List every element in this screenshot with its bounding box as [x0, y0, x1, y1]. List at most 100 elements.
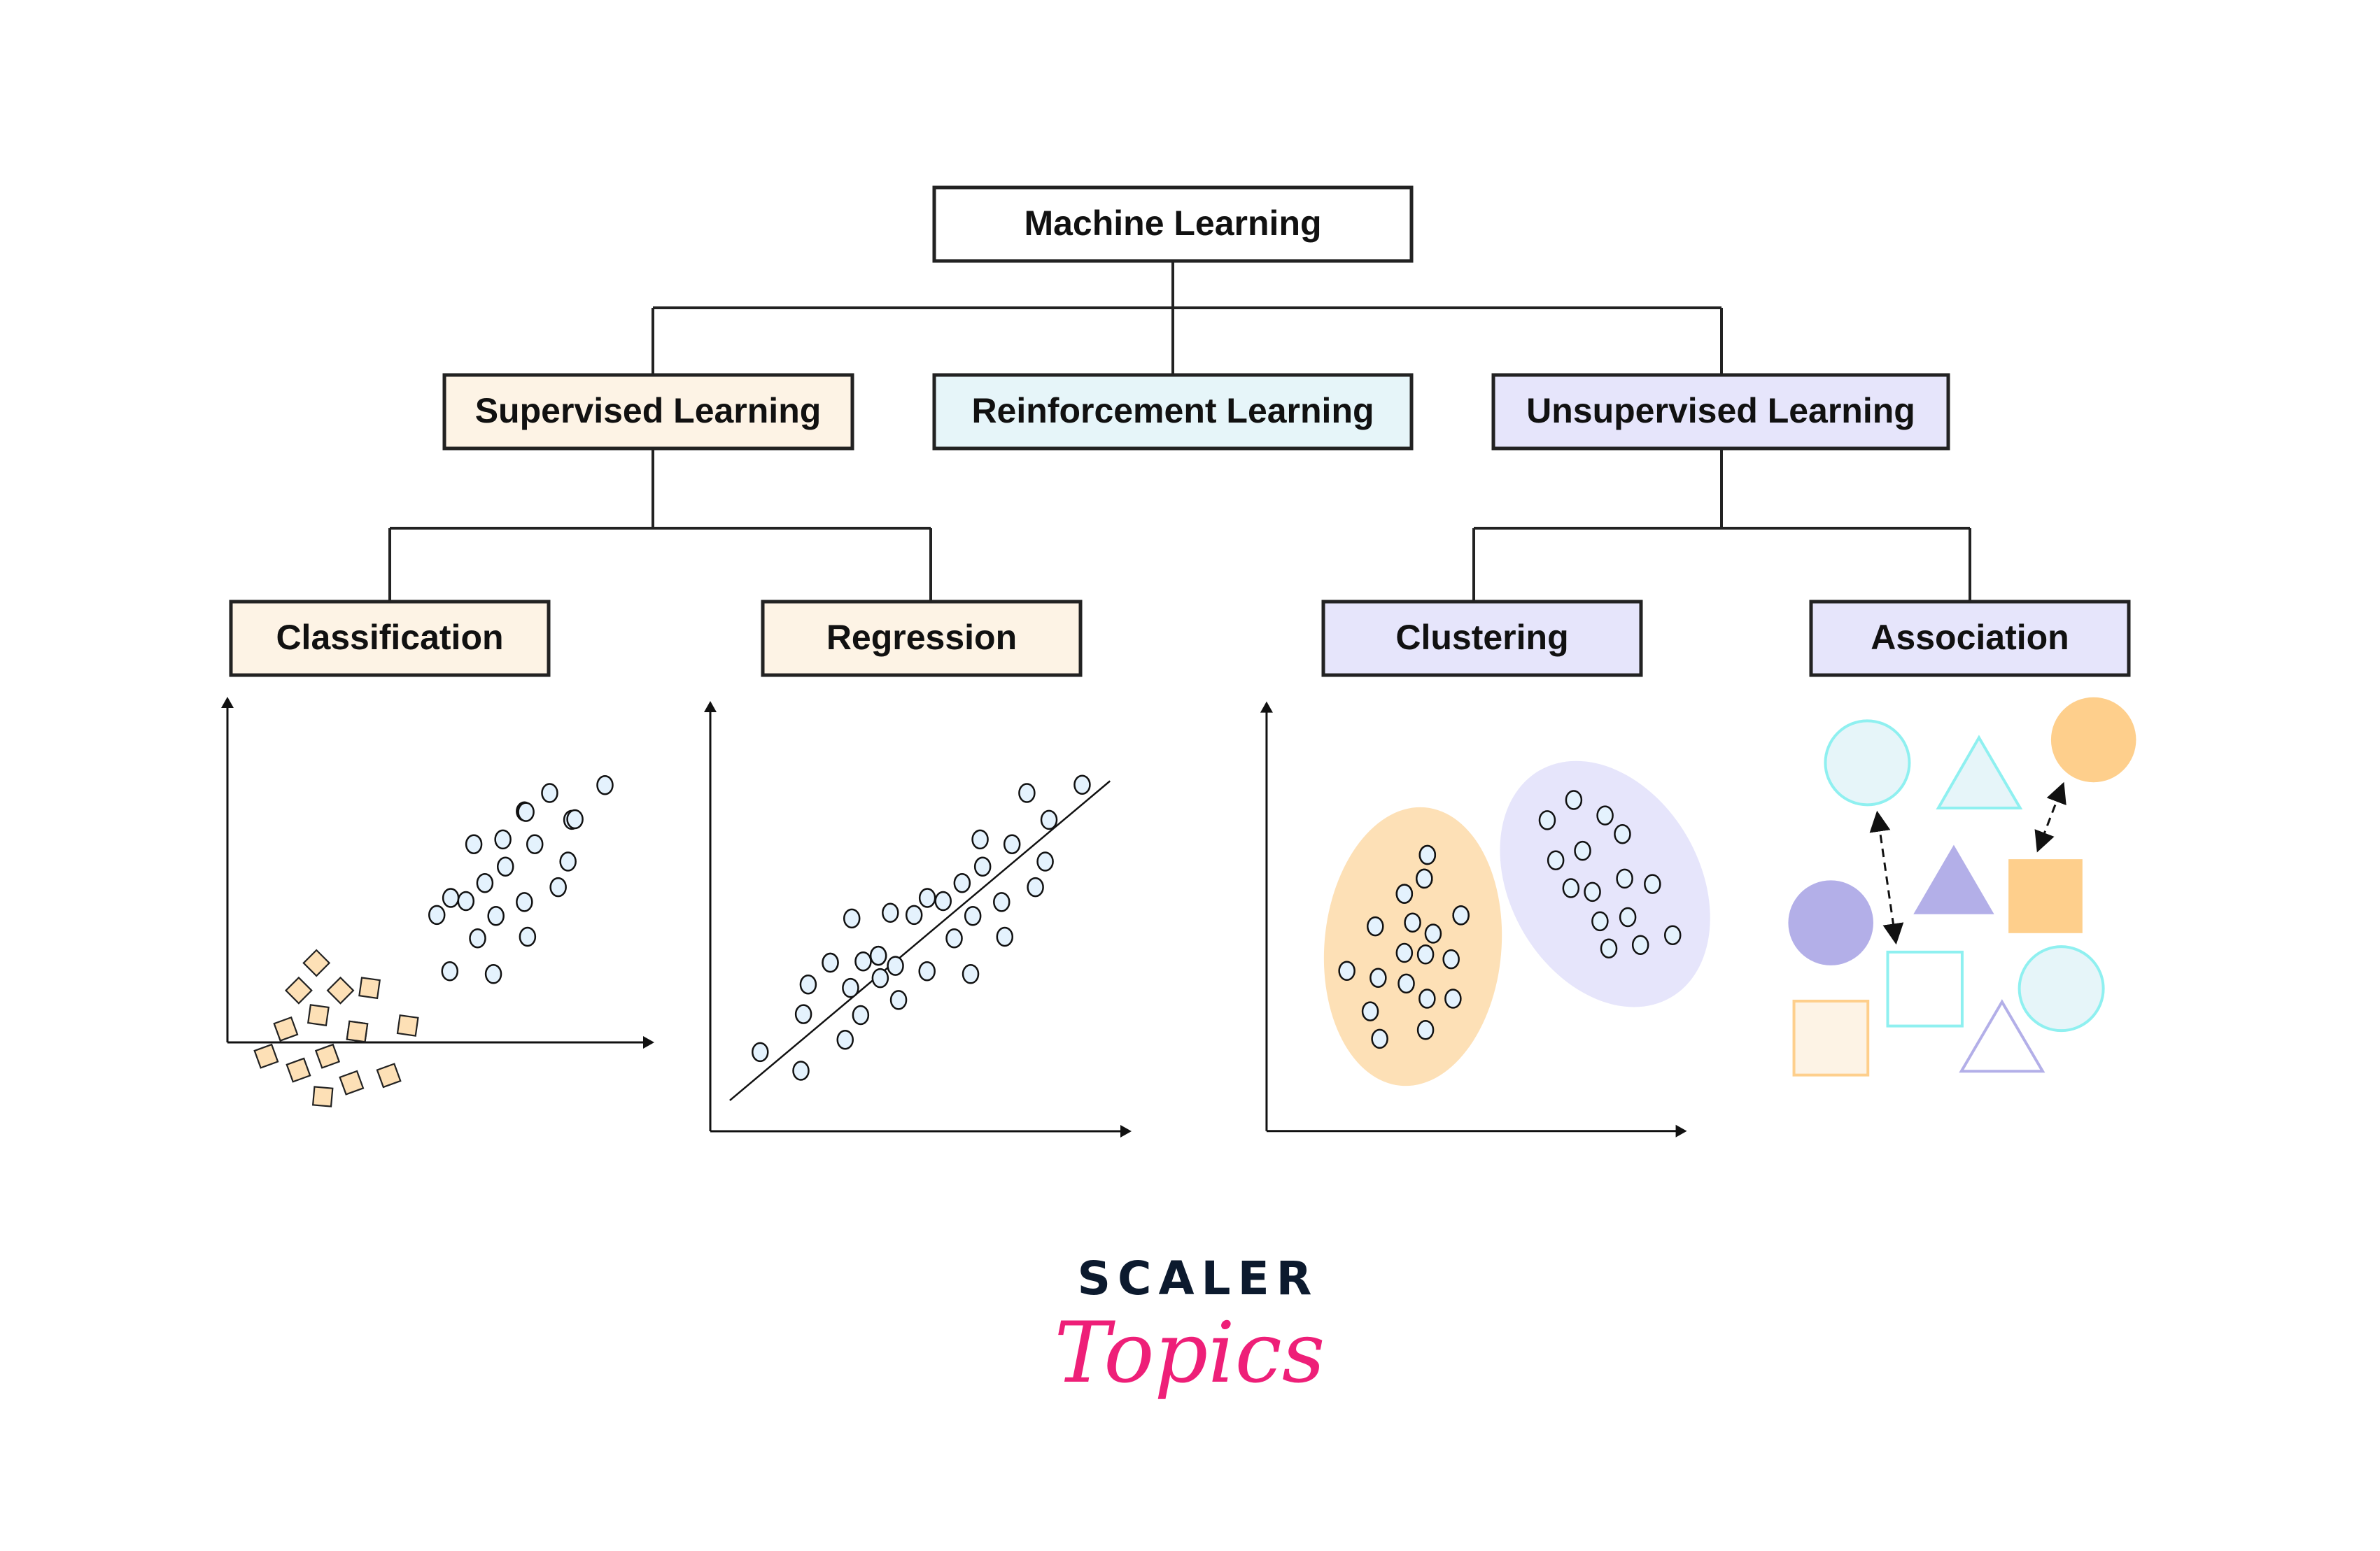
- cluster-point: [1338, 961, 1356, 982]
- cluster-point: [1367, 916, 1384, 937]
- blue-circle-point: [526, 834, 544, 854]
- y-axis-arrow-icon: [221, 697, 234, 708]
- data-point: [1003, 834, 1021, 854]
- cluster-point: [1395, 942, 1414, 963]
- data-point: [854, 951, 872, 972]
- data-point: [973, 856, 992, 877]
- cluster-point: [1565, 790, 1583, 810]
- data-point: [996, 926, 1014, 947]
- data-point: [843, 908, 861, 929]
- square-outline-orange-shape: [1792, 999, 1870, 1077]
- cluster-point: [1663, 925, 1682, 946]
- cluster-point: [1361, 1001, 1379, 1021]
- orange-square-point: [396, 1014, 419, 1037]
- circle-orange-shape: [2050, 697, 2136, 783]
- data-point: [792, 1061, 810, 1081]
- data-point: [1018, 783, 1036, 803]
- cluster-point: [1444, 989, 1462, 1009]
- cluster-point: [1395, 884, 1414, 904]
- blue-circle-point: [541, 783, 558, 803]
- node-regression: Regression: [761, 600, 1083, 677]
- data-point: [871, 968, 889, 989]
- cluster-point: [1418, 844, 1437, 865]
- orange-square-point: [314, 1043, 341, 1069]
- blue-circle-point: [476, 873, 494, 893]
- cluster-point: [1452, 905, 1470, 926]
- data-point: [752, 1042, 769, 1063]
- cluster-ellipse-lavender: [1500, 760, 1710, 1007]
- data-point: [993, 892, 1011, 912]
- data-point: [1027, 877, 1044, 898]
- orange-square-point: [253, 1043, 279, 1069]
- orange-square-point: [273, 1016, 299, 1042]
- data-point: [905, 905, 923, 926]
- scaler-topics-logo: SCALER Topics: [1055, 1252, 1325, 1402]
- data-point: [889, 990, 908, 1010]
- node-machine-learning: Machine Learning: [932, 185, 1414, 263]
- cluster-point: [1596, 805, 1614, 826]
- orange-square-point: [284, 976, 313, 1005]
- orange-square-point: [358, 977, 381, 1000]
- node-box: [932, 185, 1414, 263]
- cluster-point: [1416, 1019, 1435, 1040]
- x-axis-arrow-icon: [1675, 1124, 1687, 1138]
- node-box: [1491, 373, 1950, 451]
- classification-illustration: [221, 697, 654, 1107]
- orange-square-point: [339, 1070, 365, 1096]
- data-point: [842, 977, 859, 998]
- data-point: [962, 964, 980, 984]
- blue-circle-point: [519, 926, 537, 947]
- data-point: [887, 956, 904, 976]
- blue-circle-point: [517, 802, 535, 822]
- x-axis-arrow-icon: [643, 1036, 654, 1049]
- orange-square-point: [286, 1057, 311, 1083]
- node-label: Machine Learning: [1024, 204, 1321, 243]
- dashed-association-arrow: [1869, 810, 1904, 945]
- triangle-outline-cyan-shape: [1936, 735, 2023, 809]
- node-classification: Classification: [229, 600, 551, 677]
- node-unsupervised-learning: Unsupervised Learning: [1491, 373, 1950, 451]
- node-label: Clustering: [1395, 618, 1568, 657]
- orange-square-point: [302, 949, 331, 977]
- orange-square-point: [376, 1063, 402, 1089]
- blue-circle-point: [441, 961, 459, 982]
- cluster-point: [1584, 881, 1601, 902]
- node-label: Association: [1871, 618, 2069, 657]
- blue-circle-point: [484, 964, 502, 984]
- node-box: [761, 600, 1083, 677]
- cluster-point: [1574, 840, 1591, 861]
- data-point: [945, 928, 963, 949]
- node-box: [1809, 600, 2131, 677]
- cluster-point: [1369, 968, 1387, 988]
- cluster-point: [1644, 874, 1661, 894]
- data-point: [934, 891, 952, 912]
- blue-circle-point: [487, 905, 505, 926]
- cluster-point: [1631, 935, 1649, 956]
- circle-purple-shape: [1788, 880, 1873, 965]
- regression-line: [729, 780, 1111, 1101]
- data-point: [882, 902, 899, 923]
- cluster-point: [1614, 824, 1631, 844]
- data-point: [799, 974, 817, 995]
- node-box: [442, 373, 854, 451]
- node-label: Reinforcement Learning: [971, 391, 1374, 430]
- cluster-point: [1404, 912, 1421, 933]
- node-box: [1321, 600, 1643, 677]
- node-label: Unsupervised Learning: [1526, 391, 1915, 430]
- orange-square-point: [311, 1086, 334, 1107]
- blue-circle-point: [465, 834, 483, 854]
- connectors: [388, 261, 1971, 602]
- data-point: [1036, 851, 1054, 872]
- data-point: [953, 873, 971, 893]
- node-label: Supervised Learning: [475, 391, 822, 430]
- regression-illustration: [704, 701, 1132, 1138]
- circle-outline-cyan-shape: [2018, 945, 2105, 1033]
- association-illustration: [1788, 697, 2136, 1077]
- data-point: [918, 961, 936, 982]
- square-orange-shape: [2008, 859, 2083, 933]
- cluster-point: [1547, 850, 1565, 870]
- data-point: [971, 829, 989, 850]
- node-reinforcement-learning: Reinforcement Learning: [932, 373, 1414, 451]
- cluster-point: [1591, 911, 1609, 932]
